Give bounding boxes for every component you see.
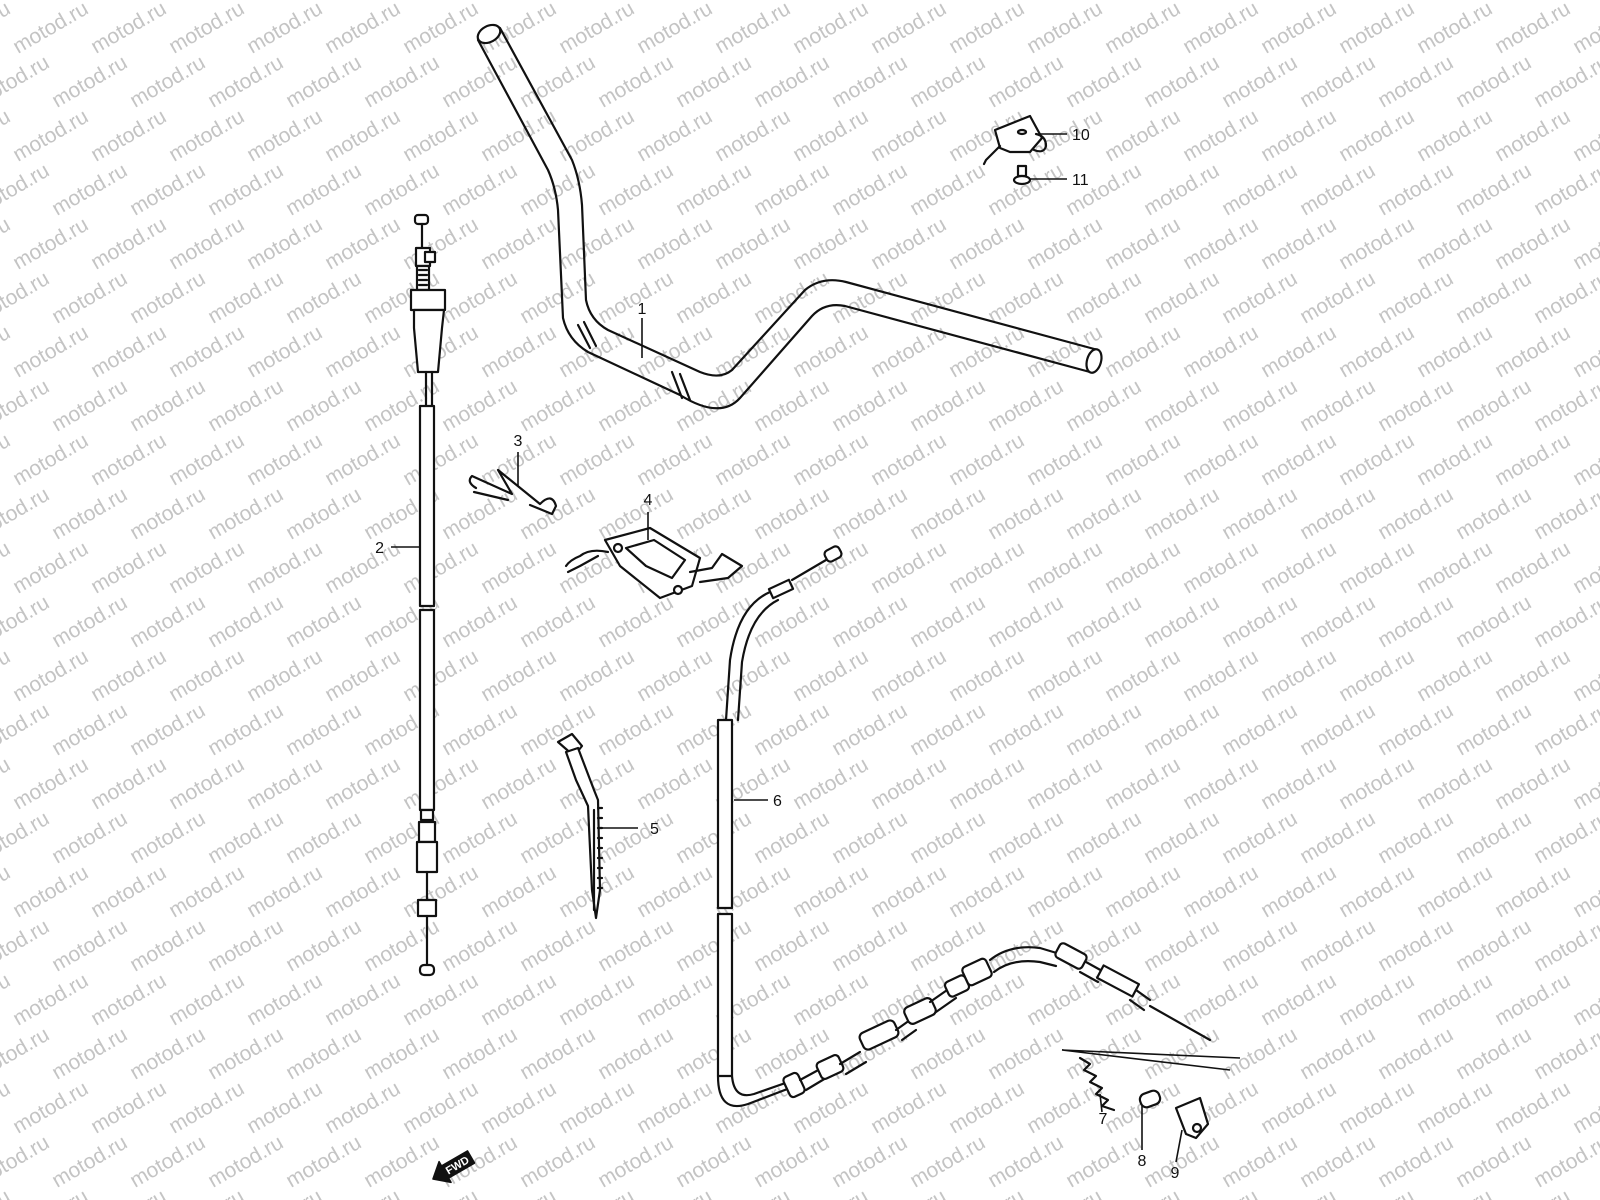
callout-4: 4 xyxy=(644,492,653,509)
callout-8: 8 xyxy=(1138,1153,1147,1170)
callout-5: 5 xyxy=(650,821,659,838)
clamp-part xyxy=(982,114,1048,166)
callout-10: 10 xyxy=(1072,127,1090,144)
wire-clip-part xyxy=(468,468,558,516)
leader-lines xyxy=(391,133,1183,1163)
handlebar-part xyxy=(476,23,1103,410)
callout-6: 6 xyxy=(773,793,782,810)
assembly-indicator xyxy=(1061,1049,1241,1071)
joint-part xyxy=(1174,1096,1210,1140)
cable-guide-bracket-part xyxy=(564,526,744,600)
callout-3: 3 xyxy=(514,433,523,450)
callout-9: 9 xyxy=(1171,1165,1180,1182)
pin-part xyxy=(1138,1089,1162,1109)
callout-1: 1 xyxy=(638,301,647,318)
callout-labels: 1 2 3 4 5 6 7 8 9 10 11 xyxy=(375,127,1179,1182)
callout-7: 7 xyxy=(1099,1111,1108,1128)
cable-tie-part xyxy=(556,732,604,920)
bolt-part xyxy=(1012,164,1032,186)
brake-cable-part xyxy=(716,545,1212,1108)
callout-2: 2 xyxy=(375,540,384,557)
spring-part xyxy=(1078,1056,1116,1112)
throttle-cable-part xyxy=(409,213,447,977)
callout-11: 11 xyxy=(1072,172,1089,189)
